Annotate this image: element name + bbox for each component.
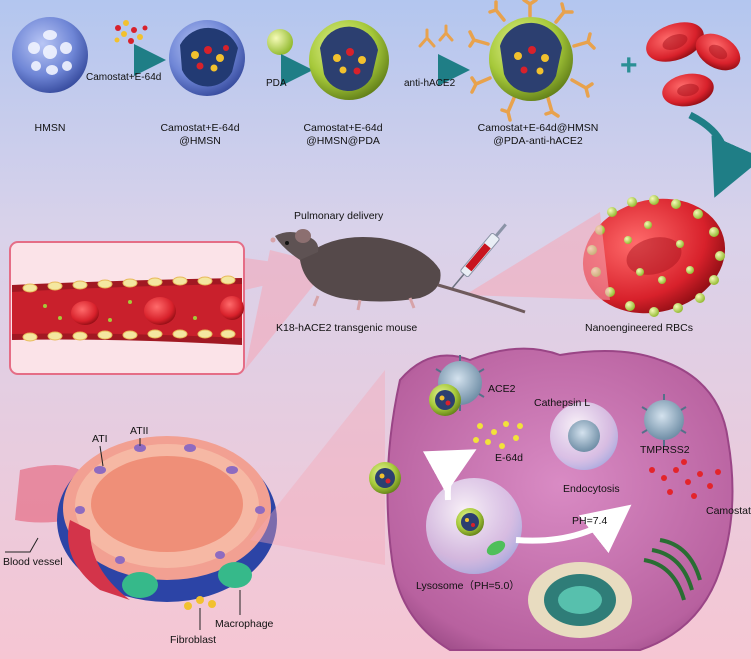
product1-line2: @HMSN (179, 135, 221, 148)
mouse-label: K18-hACE2 transgenic mouse (276, 322, 418, 334)
pulmonary-delivery-label: Pulmonary delivery (294, 210, 384, 222)
hmsn-particle (12, 17, 88, 93)
ati-label: ATI (92, 433, 108, 445)
product3-label: Camostat+E-64d@HMSN @PDA-anti-hACE2 (478, 122, 599, 148)
product2-label: Camostat+E-64d @HMSN@PDA (303, 122, 382, 148)
product3-line1: Camostat+E-64d@HMSN (477, 122, 599, 134)
ace2-label: ACE2 (488, 383, 516, 395)
product1-line1: Camostat+E-64d (160, 122, 240, 134)
step1-label: Camostat+E-64d (86, 72, 162, 83)
endocytosis-label: Endocytosis (563, 483, 620, 495)
mouse-illustration (270, 229, 526, 314)
product1-label: Camostat+E-64d @HMSN (160, 122, 239, 148)
hmsn-label: HMSN (34, 122, 66, 134)
alveolus-illustration (15, 436, 277, 610)
rbc-label: Nanoengineered RBCs (585, 322, 693, 334)
lysosome-label: Lysosome（PH=5.0） (416, 580, 520, 592)
alveolus-to-cell-beam (250, 370, 385, 565)
release-arrow-camostat (515, 504, 632, 554)
step2-label: PDA (266, 78, 287, 89)
tmprss2-label: TMPRSS2 (640, 444, 690, 456)
arrow-to-engineered-rbc (688, 111, 751, 198)
antibody-coated-particle (468, 0, 596, 122)
product2-line2: @HMSN@PDA (306, 135, 380, 148)
release-arrow-e64d (422, 449, 477, 501)
red-blood-cells (646, 22, 741, 107)
step3-label: anti-hACE2 (404, 78, 456, 89)
endosome (550, 402, 618, 470)
antibody-icon (418, 24, 454, 48)
pda-coated-particle (309, 20, 389, 100)
ph74-label: PH=7.4 (572, 515, 608, 527)
golgi-apparatus (643, 538, 702, 601)
product2-line1: Camostat+E-64d (303, 122, 383, 134)
fibroblast-label: Fibroblast (170, 634, 217, 646)
loaded-hmsn-particle (169, 20, 245, 96)
syringe-icon (450, 223, 507, 290)
nanoengineered-rbc (582, 195, 726, 317)
blood-vessel-label: Blood vessel (3, 556, 63, 568)
pda-ball-icon (267, 29, 293, 55)
alveolus-callout-lines (5, 438, 241, 630)
camostat-label: Camostat (706, 505, 751, 517)
nanoparticles-in-cell (369, 384, 484, 536)
product3-line2: @PDA-anti-hACE2 (493, 135, 583, 148)
drug-molecules-icon (114, 20, 148, 44)
camostat-molecules (649, 459, 721, 499)
plus-sign: + (620, 49, 638, 82)
atii-label: ATII (130, 425, 149, 437)
blood-vessel-inset (9, 241, 245, 375)
macrophage-label: Macrophage (215, 618, 274, 630)
cathepsin-label: Cathepsin L (534, 397, 591, 409)
nucleus (528, 562, 632, 638)
e64d-molecules (473, 421, 523, 449)
e64d-label: E-64d (495, 452, 524, 464)
